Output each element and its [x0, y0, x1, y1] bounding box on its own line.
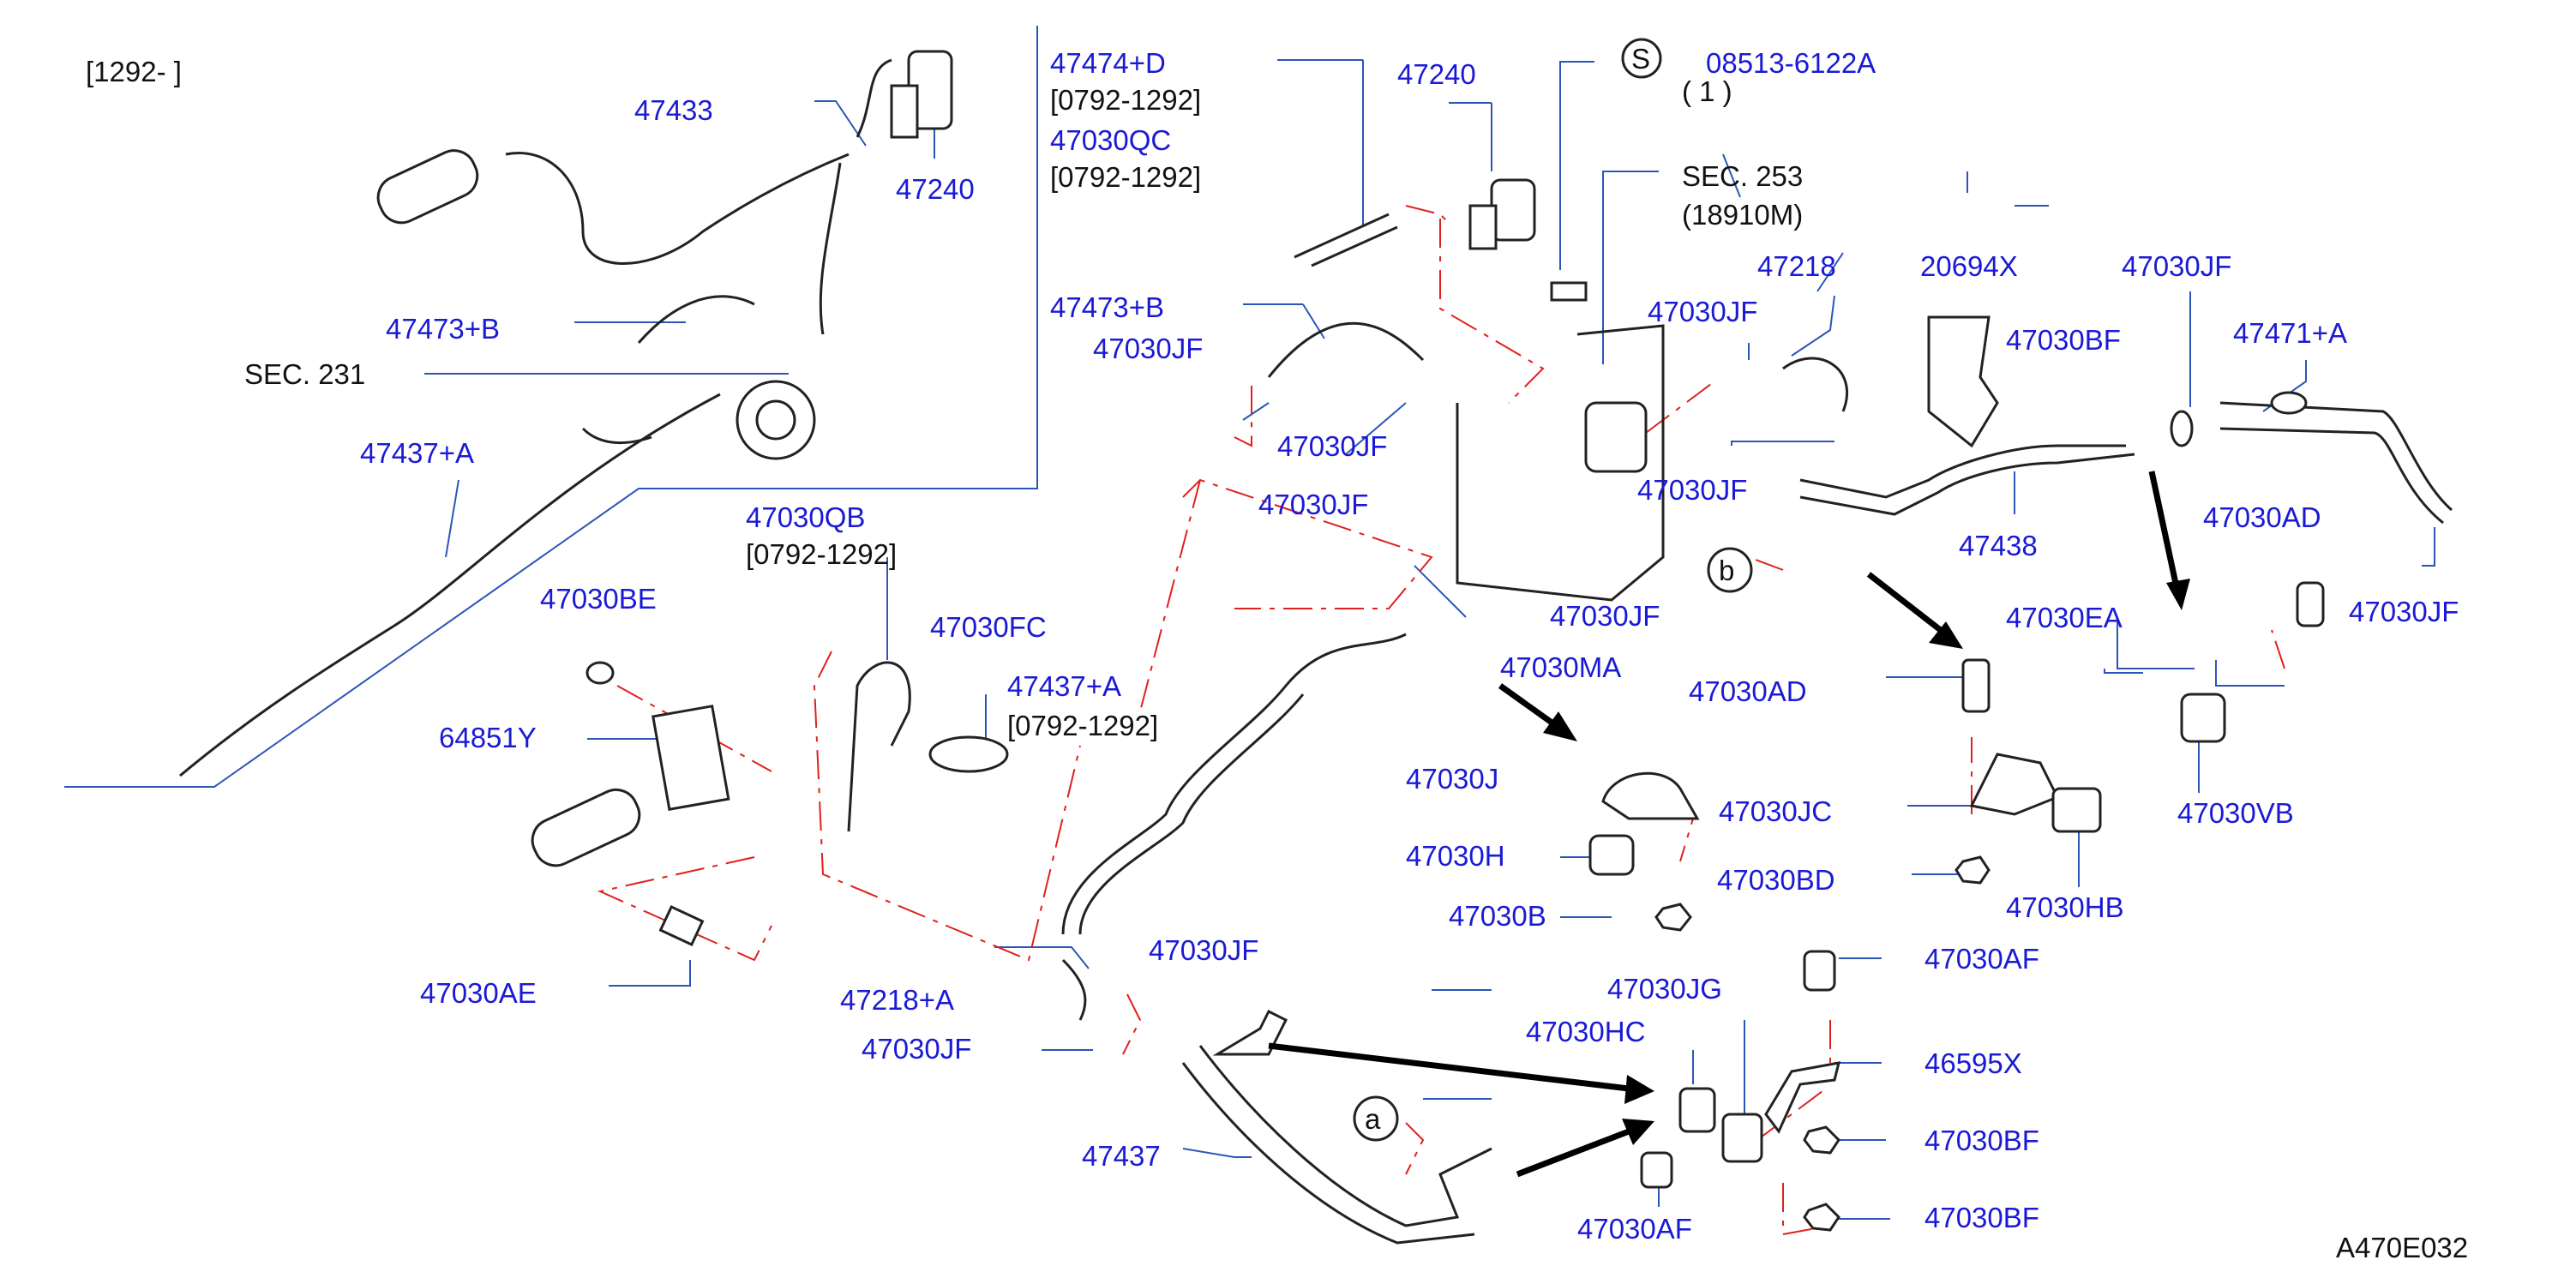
ref-b: b — [1719, 555, 1734, 586]
range-47474D: [0792-1292] — [1050, 84, 1201, 116]
callout-47030BF-top: 47030BF — [2006, 324, 2121, 356]
leader-lines — [64, 26, 2435, 1220]
callout-47437A-mid: 47437+A — [1007, 670, 1121, 702]
sec253-unit — [1584, 401, 1648, 473]
callout-47030BF-bot: 47030BF — [1924, 1202, 2039, 1233]
clip-47030HC — [1678, 1087, 1716, 1133]
sec-231: SEC. 231 — [244, 358, 365, 390]
callout-47030EA: 47030EA — [2006, 602, 2123, 633]
canister-left — [376, 149, 479, 225]
bolt-47030AE — [658, 904, 705, 947]
static-labels: [1292- ] SEC. 231 SEC. 253 (18910M) [079… — [86, 38, 2468, 1263]
bracket-46595X — [1764, 1061, 1841, 1134]
callout-47030JF-5: 47030JF — [1637, 474, 1747, 506]
callout-47030AE: 47030AE — [420, 977, 537, 1009]
callout-64851Y: 64851Y — [439, 722, 537, 753]
callout-47433: 47433 — [634, 94, 713, 126]
filter-sec231 — [736, 380, 816, 460]
callout-47030JF-6: 47030JF — [1550, 600, 1660, 632]
callout-47438: 47438 — [1959, 530, 2038, 561]
range-47030QC: [0792-1292] — [1050, 161, 1201, 193]
callout-47030H: 47030H — [1406, 840, 1505, 872]
nut-47030BF-bot — [1803, 1203, 1840, 1232]
bracket-left-bottom — [1212, 1009, 1288, 1056]
callout-47218A: 47218+A — [840, 984, 954, 1016]
clamp-47030J — [1601, 771, 1700, 820]
callout-47473B-left: 47473+B — [386, 313, 500, 345]
nut-47030B — [1654, 903, 1692, 932]
range-47030QB: [0792-1292] — [746, 538, 897, 570]
part-callouts: 47433 47240 47473+B 47437+A 47474+D 4703… — [360, 47, 2459, 1245]
callout-47030HC: 47030HC — [1526, 1016, 1645, 1047]
sec-253: SEC. 253 — [1682, 160, 1803, 192]
callout-47030JF-10: 47030JF — [862, 1033, 971, 1065]
callout-08513-6122A: 08513-6122A — [1706, 47, 1876, 79]
callout-47030AD-mid: 47030AD — [1689, 675, 1807, 707]
callout-47030B: 47030B — [1449, 900, 1546, 932]
callout-47030JG: 47030JG — [1607, 973, 1722, 1005]
bolt-47030AF-bot — [1640, 1151, 1673, 1189]
hose-47218A — [1061, 958, 1087, 1021]
callout-47030BD: 47030BD — [1717, 864, 1835, 896]
callout-47030QC: 47030QC — [1050, 124, 1171, 156]
callout-47218: 47218 — [1757, 250, 1836, 282]
callout-47437A-left: 47437+A — [360, 437, 474, 469]
callout-47030QB: 47030QB — [746, 501, 865, 533]
callout-47030JF-1: 47030JF — [1093, 333, 1203, 364]
figure-code: A470E032 — [2336, 1232, 2468, 1263]
range-47437A: [0792-1292] — [1007, 710, 1158, 741]
callout-47473B-mid: 47473+B — [1050, 291, 1164, 323]
callout-47030JF-4: 47030JF — [1648, 296, 1757, 327]
callout-20694X: 20694X — [1920, 250, 2018, 282]
callout-47437: 47437 — [1082, 1140, 1161, 1172]
callout-47030AF-bot: 47030AF — [1577, 1213, 1692, 1245]
bolt-47030AD-right — [2296, 581, 2325, 627]
callout-47030JF-7: 47030JF — [2122, 250, 2231, 282]
s-qty: ( 1 ) — [1682, 75, 1732, 107]
ref-a: a — [1365, 1103, 1381, 1135]
callout-47474D: 47474+D — [1050, 47, 1166, 79]
assembly-lines — [597, 205, 2285, 1236]
callout-47030JF-3: 47030JF — [1258, 489, 1368, 520]
callout-47030JF-9: 47030JF — [1149, 934, 1258, 966]
date-range: [1292- ] — [86, 56, 182, 87]
clamp-47030JC — [1969, 753, 2060, 816]
callout-47030VB: 47030VB — [2177, 797, 2294, 829]
callout-47240-left: 47240 — [896, 173, 975, 205]
callout-47030HB: 47030HB — [2006, 891, 2124, 923]
callout-47471A: 47471+A — [2233, 317, 2347, 349]
parts-drawings — [179, 50, 2453, 1245]
callout-47030J: 47030J — [1406, 763, 1498, 795]
bracket-20694X — [1927, 315, 1999, 448]
callout-47030AF-top: 47030AF — [1924, 943, 2039, 975]
sec-253-code: (18910M) — [1682, 199, 1803, 231]
s-circle: S — [1631, 43, 1650, 75]
grommet-47030VB — [2180, 693, 2226, 743]
callout-47030MA: 47030MA — [1500, 651, 1621, 683]
callout-47030JC: 47030JC — [1719, 795, 1832, 827]
valve-47240-left — [890, 50, 953, 139]
callout-47030BE: 47030BE — [540, 583, 657, 615]
callout-47030FC: 47030FC — [930, 611, 1047, 643]
callout-47030JF-8: 47030JF — [2349, 596, 2459, 627]
valve-47240-mid — [1468, 178, 1588, 302]
callout-46595X: 46595X — [1924, 1047, 2022, 1079]
grommet-47030H — [1588, 834, 1635, 876]
clip-47030JG — [1721, 1113, 1763, 1163]
callout-47030JF-2: 47030JF — [1277, 430, 1387, 462]
direction-arrows — [1268, 471, 2190, 1178]
bolt-47030AF-top — [1803, 950, 1836, 992]
canister-lower — [531, 705, 730, 867]
callout-47240-mid: 47240 — [1397, 58, 1476, 90]
nut-47030BF-mid — [1803, 1125, 1840, 1155]
callout-47030BF-mid: 47030BF — [1924, 1125, 2039, 1156]
nut-47030BD — [1955, 855, 1991, 885]
clamp-47030HB — [2051, 787, 2102, 833]
bolt-47030AD-mid — [1961, 658, 1991, 713]
callout-47030AD-right: 47030AD — [2203, 501, 2321, 533]
